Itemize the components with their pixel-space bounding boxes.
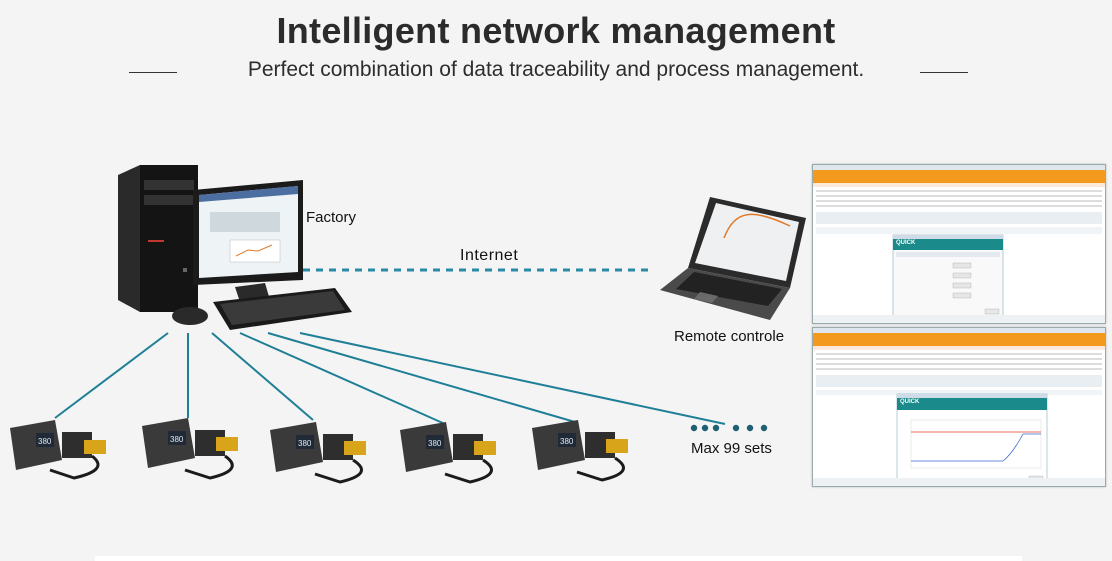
monitor: [193, 180, 303, 302]
station-display: 380: [38, 437, 52, 446]
software-brand: QUICK: [896, 240, 916, 246]
page-subtitle: Perfect combination of data traceability…: [247, 58, 865, 81]
soldering-station-5: [532, 420, 628, 482]
subtitle-right-rule: [920, 72, 968, 73]
page-title: Intelligent network management: [276, 10, 836, 51]
connector-line: [54, 332, 169, 419]
station-connectors: [54, 332, 726, 425]
station-display: 380: [298, 439, 312, 448]
factory-label: Factory: [306, 209, 357, 226]
connector-line: [211, 332, 314, 421]
software-screenshot-config: QUICK: [812, 164, 1106, 324]
remote-control-label: Remote controle: [674, 328, 785, 345]
software-brand: QUICK: [900, 399, 920, 405]
subtitle-left-rule: [129, 72, 177, 73]
software-window-art: [813, 328, 1105, 486]
soldering-station-2: [142, 418, 238, 480]
internet-label: Internet: [460, 247, 519, 264]
laptop: [660, 197, 806, 320]
station-display: 380: [428, 439, 442, 448]
mouse: [172, 307, 208, 325]
connector-line: [299, 332, 726, 425]
station-display: 380: [170, 435, 184, 444]
soldering-station-1: [10, 420, 106, 480]
soldering-station-3: [270, 422, 366, 484]
max-sets-label: Max 99 sets: [691, 440, 772, 457]
keyboard: [213, 288, 352, 330]
connector-line: [239, 332, 446, 425]
pc-tower: [118, 165, 198, 312]
bottom-bar: [95, 556, 1022, 561]
subtitle-row: Perfect combination of data traceability…: [0, 58, 1112, 86]
connector-line: [267, 332, 576, 423]
station-display: 380: [560, 437, 574, 446]
software-window-art: [813, 165, 1105, 323]
software-screenshot-chart: QUICK: [812, 327, 1106, 487]
soldering-station-4: [400, 422, 496, 484]
more-stations-dots: [690, 424, 768, 432]
